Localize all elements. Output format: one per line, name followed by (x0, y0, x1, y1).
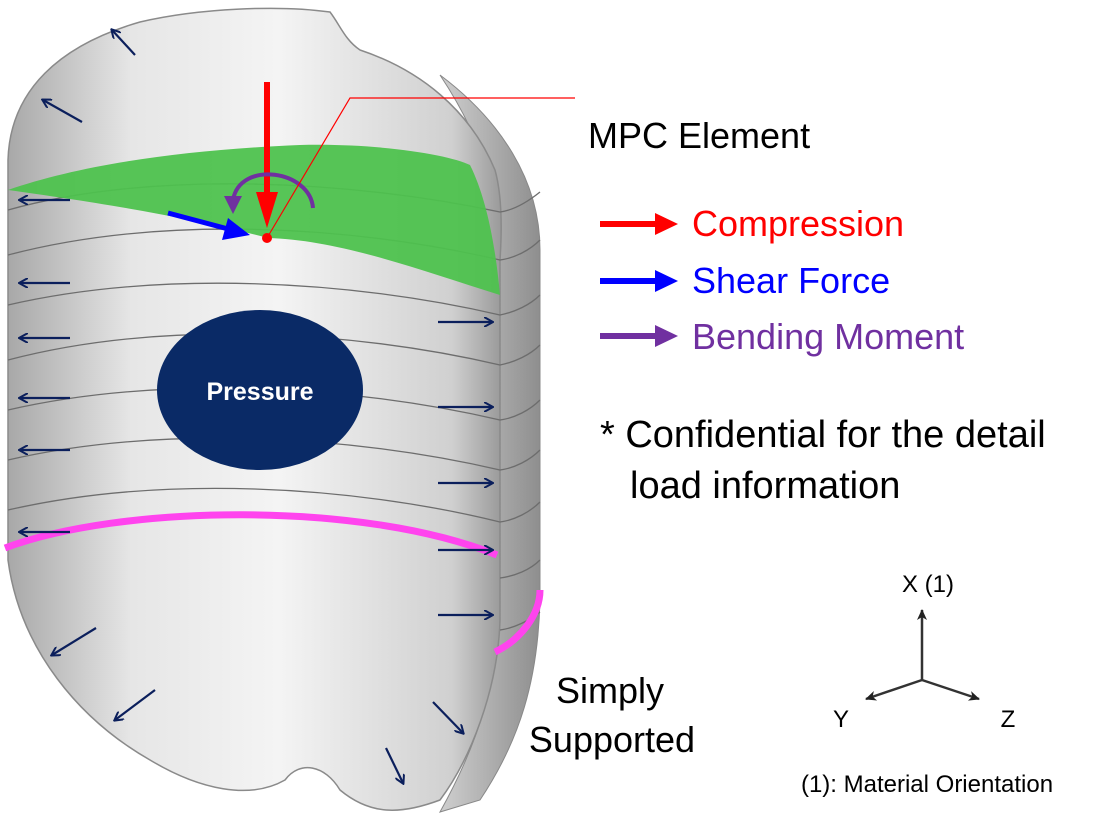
confidential-note-line1: * Confidential for the detail (600, 414, 1046, 456)
z-axis-label: Z (1001, 706, 1016, 733)
simply-supported-line1: Simply (556, 670, 664, 711)
legend-item-shear-force: Shear Force (600, 260, 890, 301)
y-axis-arrow (865, 678, 923, 701)
legend-label: Compression (692, 203, 904, 244)
shear-force-arrowhead (222, 218, 250, 240)
load-legend: Compression Shear Force Bending Moment (600, 203, 964, 357)
shear-force-arrow (167, 210, 233, 233)
legend-arrowhead-icon (655, 213, 678, 235)
pressure-label: Pressure (206, 378, 313, 406)
y-axis-label: Y (833, 706, 849, 733)
pressure-ellipse (157, 310, 363, 470)
material-orientation-caption: (1): Material Orientation (801, 771, 1053, 798)
mpc-leader-line (266, 97, 575, 239)
compression-arrowhead (256, 192, 278, 228)
legend-item-compression: Compression (600, 203, 904, 244)
x-axis-label: X (1) (902, 571, 954, 598)
legend-label: Bending Moment (692, 316, 964, 357)
simply-supported-line2: Supported (529, 719, 695, 760)
green-top-band (8, 144, 500, 295)
legend-arrowhead-icon (655, 325, 678, 347)
pressure-vessel: Pressure (3, 7, 575, 813)
bending-moment-arrowhead (224, 196, 242, 214)
legend-arrowhead-icon (655, 270, 678, 292)
pressure-arrows (20, 30, 492, 783)
legend-item-bending-moment: Bending Moment (600, 316, 964, 357)
bending-moment-arrow (231, 172, 315, 209)
material-orientation-triad: X (1) Y Z (1): Material Orientation (801, 571, 1053, 798)
mpc-element-label: MPC Element (588, 115, 810, 156)
pink-support-ring-back (493, 589, 544, 656)
legend-label: Shear Force (692, 260, 890, 301)
z-axis-arrow (921, 678, 980, 701)
confidential-note-line2: load information (630, 465, 900, 507)
